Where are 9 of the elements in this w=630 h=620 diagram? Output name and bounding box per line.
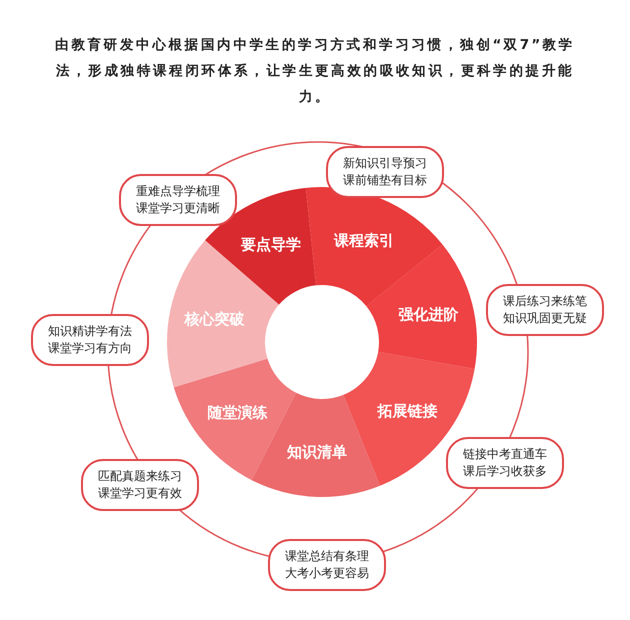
callout-bubble: 匹配真题来练习课堂学习更有效 <box>81 459 199 511</box>
callout-bubble: 知识精讲学有法课堂学习有方向 <box>31 314 149 366</box>
donut-segment: 课程索引 <box>306 187 442 306</box>
callout-bubble: 新知识引导预习课前铺垫有目标 <box>326 146 444 198</box>
callout-bubble: 课堂总结有条理大考小考更容易 <box>268 539 386 591</box>
callout-bubble: 重难点导学梳理课堂学习更清晰 <box>119 174 237 226</box>
heading-text: 由教育研发中心根据国内中学生的学习方式和学习习惯，独创“双7”教学法，形成独特课程闭环体系，让学生更高效的吸收知识，更科学的提升能力。 <box>54 36 576 107</box>
callout-bubble: 链接中考直通车课后学习收获多 <box>446 437 564 489</box>
callout-bubble: 课后练习来练笔知识巩固更无疑 <box>486 284 604 336</box>
